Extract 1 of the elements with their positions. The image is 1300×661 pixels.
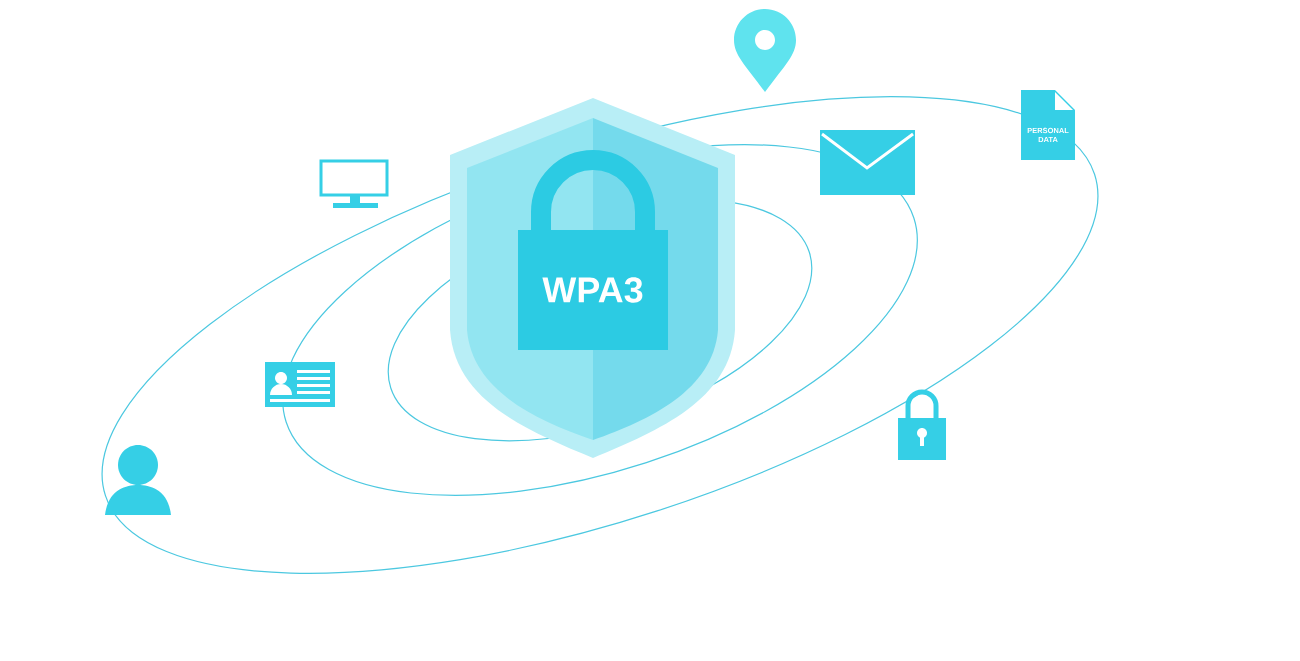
padlock: WPA3	[518, 150, 668, 350]
